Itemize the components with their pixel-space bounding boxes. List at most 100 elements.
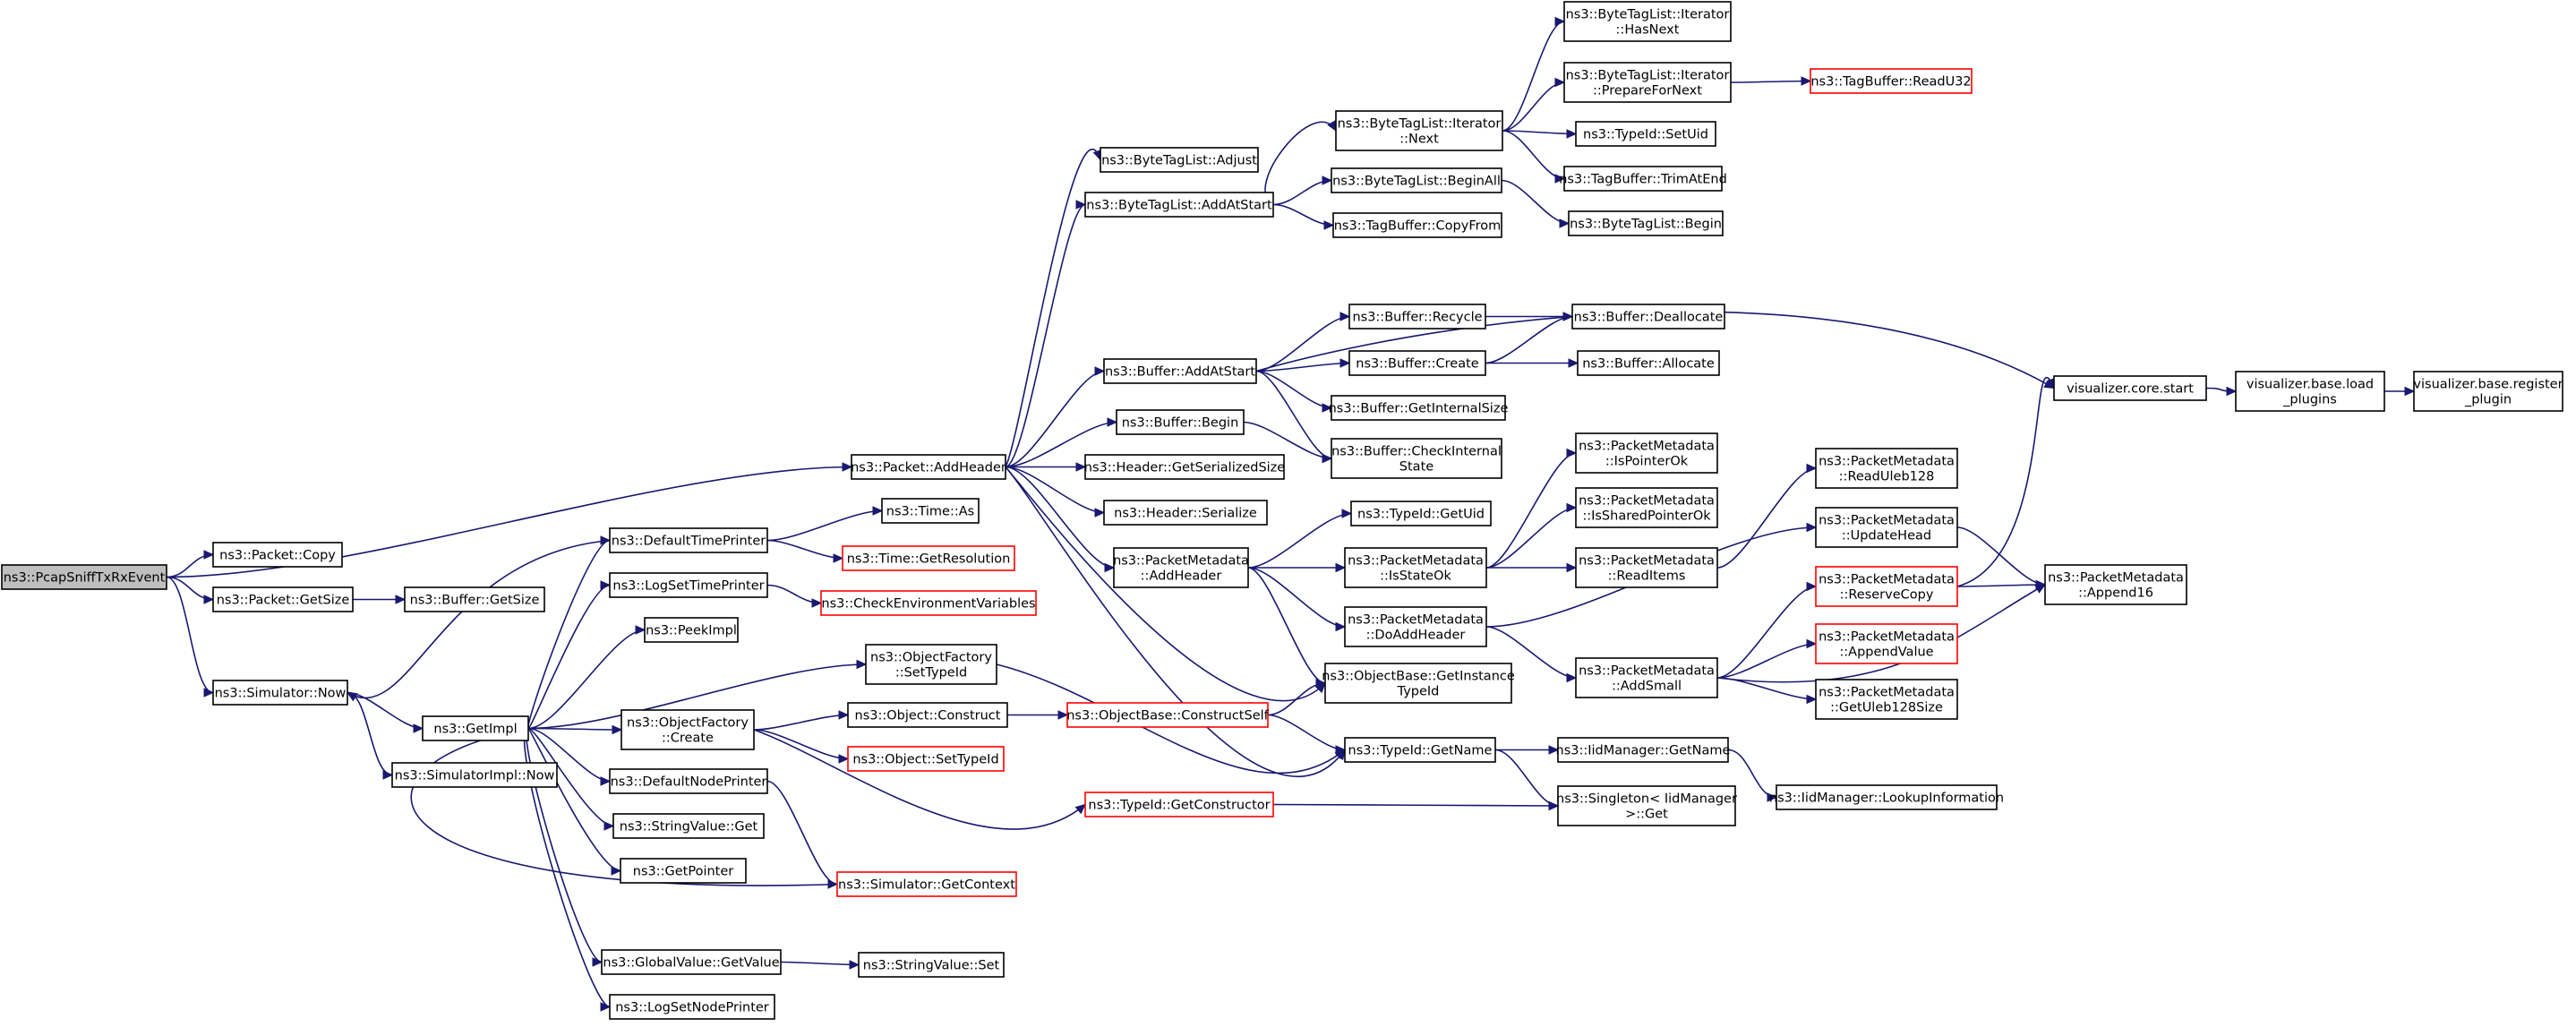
- edge-buf_addatstart-to-buf_checkinternal: [1255, 370, 1333, 464]
- node-object-construct[interactable]: ns3::Object::Construct: [847, 702, 1008, 728]
- node-stringvalue-set[interactable]: ns3::StringValue::Set: [858, 952, 1005, 978]
- node-viz-base-register[interactable]: visualizer.base.register_plugin: [2413, 371, 2563, 412]
- node-logsettimeprinter[interactable]: ns3::LogSetTimePrinter: [609, 572, 768, 598]
- node-time-getres[interactable]: ns3::Time::GetResolution: [842, 545, 1015, 571]
- node-buf-allocate[interactable]: ns3::Buffer::Allocate: [1577, 350, 1720, 376]
- node-sim-getcontext[interactable]: ns3::Simulator::GetContext: [836, 871, 1017, 897]
- node-btl-begin[interactable]: ns3::ByteTagList::Begin: [1568, 210, 1724, 236]
- node-btl-adjust[interactable]: ns3::ByteTagList::Adjust: [1100, 147, 1259, 173]
- node-label: ::HasNext: [1616, 23, 1680, 38]
- node-sim-now[interactable]: ns3::Simulator::Now: [212, 680, 348, 706]
- node-box: [1571, 304, 1725, 329]
- node-pm-doaddheader[interactable]: ns3::PacketMetadata::DoAddHeader: [1344, 606, 1487, 647]
- node-getpointer[interactable]: ns3::GetPointer: [620, 858, 747, 884]
- node-typeid-getuid[interactable]: ns3::TypeId::GetUid: [1350, 501, 1492, 526]
- node-pm-addheader[interactable]: ns3::PacketMetadata::AddHeader: [1113, 547, 1249, 588]
- node-singleton-get[interactable]: ns3::Singleton< IidManager>::Get: [1556, 785, 1737, 826]
- node-objfactory-create[interactable]: ns3::ObjectFactory::Create: [620, 709, 755, 750]
- node-objbase-constructself[interactable]: ns3::ObjectBase::ConstructSelf: [1066, 702, 1270, 728]
- edge-line: [347, 691, 393, 776]
- node-time-as[interactable]: ns3::Time::As: [881, 498, 980, 524]
- node-getimpl[interactable]: ns3::GetImpl: [422, 715, 529, 741]
- node-pm-getuleb128size[interactable]: ns3::PacketMetadata::GetUleb128Size: [1815, 679, 1958, 720]
- node-simimpl-now[interactable]: ns3::SimulatorImpl::Now: [391, 762, 558, 788]
- edge-viz_core_start-to-viz_base_load: [2205, 386, 2238, 397]
- node-buf-begin[interactable]: ns3::Buffer::Begin: [1116, 409, 1245, 435]
- node-buf-getsize[interactable]: ns3::Buffer::GetSize: [404, 586, 545, 612]
- edge-pm_doaddheader-to-pm_addsmall: [1485, 626, 1578, 683]
- node-btli-preparefornext[interactable]: ns3::ByteTagList::Iterator::PrepareForNe…: [1563, 62, 1732, 103]
- node-pm-appendvalue[interactable]: ns3::PacketMetadata::AppendValue: [1815, 623, 1958, 664]
- node-defnodeprinter[interactable]: ns3::DefaultNodePrinter: [609, 768, 768, 794]
- edge-getimpl-to-defnodeprinter: [527, 727, 612, 786]
- node-stringvalue-get[interactable]: ns3::StringValue::Get: [612, 813, 765, 839]
- node-tb-trimatend[interactable]: ns3::TagBuffer::TrimAtEnd: [1559, 166, 1727, 192]
- edge-line: [1716, 643, 1817, 679]
- node-iidm-getname[interactable]: ns3::IidManager::GetName: [1556, 737, 1731, 763]
- node-typeid-getctor[interactable]: ns3::TypeId::GetConstructor: [1084, 792, 1274, 817]
- node-label: ns3::PacketMetadata: [1348, 613, 1484, 628]
- node-label: ::PrepareForNext: [1593, 84, 1702, 98]
- node-objfactory-settypeid[interactable]: ns3::ObjectFactory::SetTypeId: [865, 644, 997, 685]
- node-btl-beginall[interactable]: ns3::ByteTagList::BeginAll: [1331, 167, 1502, 193]
- node-hdr-getser[interactable]: ns3::Header::GetSerializedSize: [1084, 454, 1286, 480]
- node-label: ns3::ByteTagList::Iterator: [1566, 69, 1730, 83]
- node-pm-readitems[interactable]: ns3::PacketMetadata::ReadItems: [1575, 547, 1718, 588]
- node-typeid-setuid[interactable]: ns3::TypeId::SetUid: [1575, 121, 1716, 147]
- node-iidm-lookupinfo[interactable]: ns3::IidManager::LookupInformation: [1769, 784, 2004, 810]
- node-buf-addatstart[interactable]: ns3::Buffer::AddAtStart: [1103, 358, 1257, 384]
- edge-line: [1247, 567, 1346, 628]
- node-root[interactable]: ns3::PcapSniffTxRxEvent: [1, 564, 167, 590]
- node-label: ns3::Header::GetSerializedSize: [1084, 461, 1286, 475]
- node-label: ns3::Buffer::CheckInternal: [1331, 445, 1502, 459]
- node-btli-next[interactable]: ns3::ByteTagList::Iterator::Next: [1335, 110, 1503, 151]
- node-box: [1066, 702, 1269, 728]
- node-btl-addatstart[interactable]: ns3::ByteTagList::AddAtStart: [1084, 192, 1274, 218]
- node-pm-addsmall[interactable]: ns3::PacketMetadata::AddSmall: [1575, 657, 1718, 698]
- node-viz-base-load[interactable]: visualizer.base.load_plugins: [2235, 371, 2385, 412]
- node-logsetnodeprinter[interactable]: ns3::LogSetNodePrinter: [609, 994, 775, 1020]
- arrowhead: [2404, 386, 2416, 397]
- node-buf-deallocate[interactable]: ns3::Buffer::Deallocate: [1571, 304, 1725, 329]
- node-buf-create[interactable]: ns3::Buffer::Create: [1348, 350, 1486, 376]
- node-label: ns3::PcapSniffTxRxEvent: [4, 571, 166, 586]
- node-typeid-getname[interactable]: ns3::TypeId::GetName: [1344, 737, 1496, 763]
- node-box: [1815, 623, 1958, 664]
- node-label: ns3::ByteTagList::Adjust: [1101, 154, 1257, 168]
- node-globalvalue-getvalue[interactable]: ns3::GlobalValue::GetValue: [601, 949, 782, 975]
- node-pm-isstateok[interactable]: ns3::PacketMetadata::IsStateOk: [1344, 547, 1487, 588]
- node-pm-readuleb128[interactable]: ns3::PacketMetadata::ReadUleb128: [1815, 448, 1958, 489]
- node-pkt-copy[interactable]: ns3::Packet::Copy: [212, 542, 343, 568]
- node-buf-recycle[interactable]: ns3::Buffer::Recycle: [1348, 304, 1486, 329]
- arrowhead: [413, 723, 424, 733]
- node-hdr-ser[interactable]: ns3::Header::Serialize: [1103, 500, 1268, 526]
- node-pm-issharedpointerok[interactable]: ns3::PacketMetadata::IsSharedPointerOk: [1575, 487, 1718, 528]
- node-pm-reservecopy[interactable]: ns3::PacketMetadata::ReserveCopy: [1815, 566, 1958, 607]
- node-pkt-addheader[interactable]: ns3::Packet::AddHeader: [851, 454, 1006, 480]
- node-pm-append16[interactable]: ns3::PacketMetadata::Append16: [2044, 564, 2187, 605]
- node-viz-core-start[interactable]: visualizer.core.start: [2053, 375, 2207, 401]
- arrowhead: [1554, 16, 1566, 27]
- node-object-settypeid[interactable]: ns3::Object::SetTypeId: [847, 746, 1005, 772]
- node-pm-ispointerok[interactable]: ns3::PacketMetadata::IsPointerOk: [1575, 432, 1718, 474]
- node-btli-hasnext[interactable]: ns3::ByteTagList::Iterator::HasNext: [1563, 1, 1732, 42]
- node-checkenv[interactable]: ns3::CheckEnvironmentVariables: [820, 590, 1037, 616]
- edge-deftimeprinter-to-sim_now: [346, 539, 611, 702]
- node-pm-updatehead[interactable]: ns3::PacketMetadata::UpdateHead: [1815, 507, 1958, 548]
- edge-line: [1005, 370, 1105, 468]
- arrowhead: [1322, 175, 1333, 185]
- node-label: ns3::Packet::Copy: [219, 549, 336, 563]
- arrowhead: [603, 821, 615, 831]
- node-box: [1344, 606, 1487, 647]
- node-tb-readu32[interactable]: ns3::TagBuffer::ReadU32: [1810, 68, 1973, 94]
- node-tb-copyfrom[interactable]: ns3::TagBuffer::CopyFrom: [1332, 212, 1502, 238]
- edge-btli_next-to-btli_preparefornext: [1502, 77, 1566, 132]
- arrowhead: [1074, 803, 1086, 815]
- edge-line: [1272, 803, 1559, 807]
- node-peekimpl[interactable]: ns3::PeekImpl: [644, 617, 739, 643]
- node-pkt-getsize[interactable]: ns3::Packet::GetSize: [212, 586, 354, 612]
- node-buf-getinternalsize[interactable]: ns3::Buffer::GetInternalSize: [1329, 395, 1509, 421]
- node-deftimeprinter[interactable]: ns3::DefaultTimePrinter: [609, 527, 768, 553]
